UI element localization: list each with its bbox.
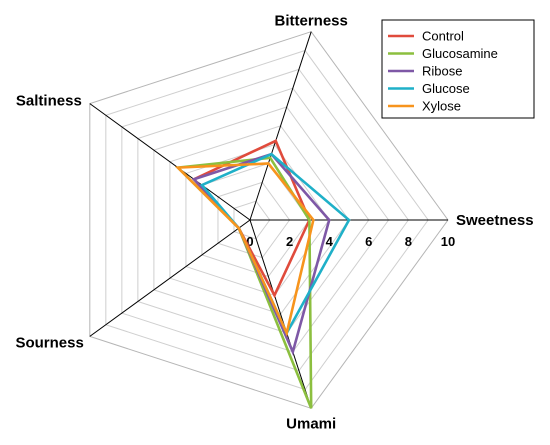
legend-label-control: Control (422, 29, 464, 44)
legend-label-glucose: Glucose (422, 81, 470, 96)
tick-label-2: 2 (286, 234, 293, 249)
tick-label-layer: 0 2 4 6 8 10 (246, 234, 455, 249)
axis-spoke-saltiness (89, 103, 251, 221)
grid-ring-8 (121, 68, 410, 372)
tick-label-10: 10 (441, 234, 455, 249)
axis-spoke-bitterness (249, 31, 312, 221)
legend-label-ribose: Ribose (422, 64, 462, 79)
tick-label-4: 4 (326, 234, 334, 249)
tick-label-6: 6 (365, 234, 372, 249)
axis-label-saltiness: Saltiness (16, 93, 82, 110)
series-layer (174, 139, 351, 409)
grid-ring-9 (105, 49, 429, 391)
axis-label-bitterness: Bitterness (275, 13, 348, 30)
tick-label-0: 0 (246, 234, 253, 249)
legend-label-xylose: Xylose (422, 99, 461, 114)
grid-ring-5 (169, 125, 350, 315)
grid-ring-6 (153, 106, 370, 334)
axis-spoke-sourness (89, 219, 251, 337)
tick-label-8: 8 (405, 234, 412, 249)
grid-ring-10 (89, 31, 449, 409)
axis-label-sourness: Sourness (15, 334, 83, 351)
series-line-xylose (174, 162, 315, 337)
axis-spoke-umami (249, 219, 312, 409)
grid-ring-2 (217, 181, 291, 259)
axis-layer (89, 31, 448, 409)
axis-label-sweetness: Sweetness (456, 212, 534, 229)
series-line-glucose (199, 152, 351, 336)
grid-ring-1 (233, 200, 271, 240)
legend-label-glucosamine: Glucosamine (422, 46, 498, 61)
grid-layer (89, 31, 449, 409)
grid-ring-7 (137, 87, 390, 353)
axis-label-umami: Umami (286, 415, 336, 432)
